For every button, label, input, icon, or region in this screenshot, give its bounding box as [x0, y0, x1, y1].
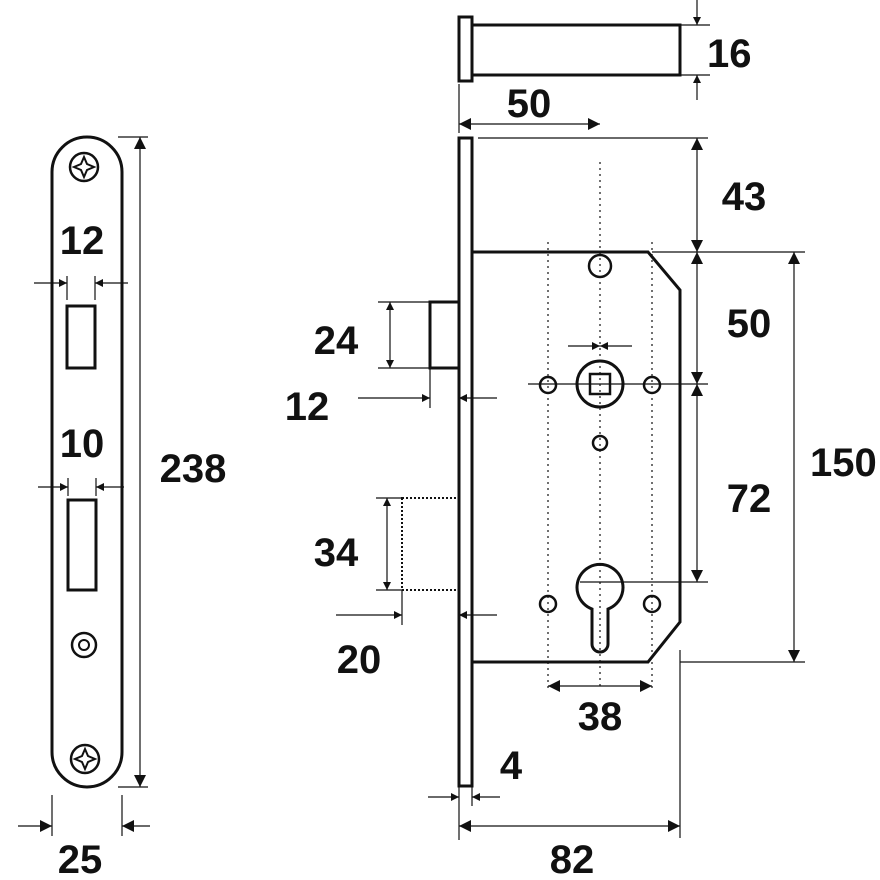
dim-lower-slot-width: 10: [60, 422, 105, 466]
dim-faceplate-width: 25: [58, 838, 103, 880]
spindle-hole: [70, 631, 98, 659]
cross-recess-icon: [71, 154, 97, 180]
dim-top-offset: 43: [722, 175, 767, 219]
dim-latch-throw: 12: [285, 385, 330, 429]
dim-deadbolt-height: 34: [314, 531, 359, 575]
cylinder-cutout: [575, 563, 625, 654]
lock-body-side-view: 24 12 34 20 43 50 72: [285, 136, 877, 880]
dim-bolt-length: 50: [507, 82, 552, 126]
dim-spindle-to-cylinder: 72: [727, 477, 772, 521]
screw-icon: [69, 743, 101, 775]
dim-deadbolt-throw: 20: [337, 638, 382, 682]
bolt-side-view: 16 50: [457, 0, 752, 133]
dim-case-height: 150: [810, 441, 877, 485]
dim-latch-height: 24: [314, 319, 359, 363]
latch-slot: [65, 304, 97, 370]
faceplate-outline: [50, 135, 124, 789]
dim-hole-spacing: 38: [578, 695, 623, 739]
dim-bolt-height: 16: [707, 32, 752, 76]
latch-bolt: [428, 300, 461, 370]
bolt-head: [457, 15, 474, 83]
deadbolt-retracted: [401, 497, 460, 591]
dim-upper-slot-width: 12: [60, 219, 105, 263]
faceplate-front-view: 12 10 238 25: [18, 135, 227, 880]
deadbolt-slot: [66, 498, 98, 592]
dim-faceplate-thickness: 4: [500, 744, 523, 788]
dim-faceplate-length: 238: [160, 447, 227, 491]
bolt-shaft: [470, 23, 682, 77]
dim-spindle-to-top: 50: [727, 302, 772, 346]
lock-case: [472, 250, 682, 664]
screw-icon: [68, 151, 100, 183]
forend-plate: [457, 136, 474, 788]
dim-total-backset: 82: [550, 838, 595, 880]
cross-recess-icon: [72, 746, 98, 772]
